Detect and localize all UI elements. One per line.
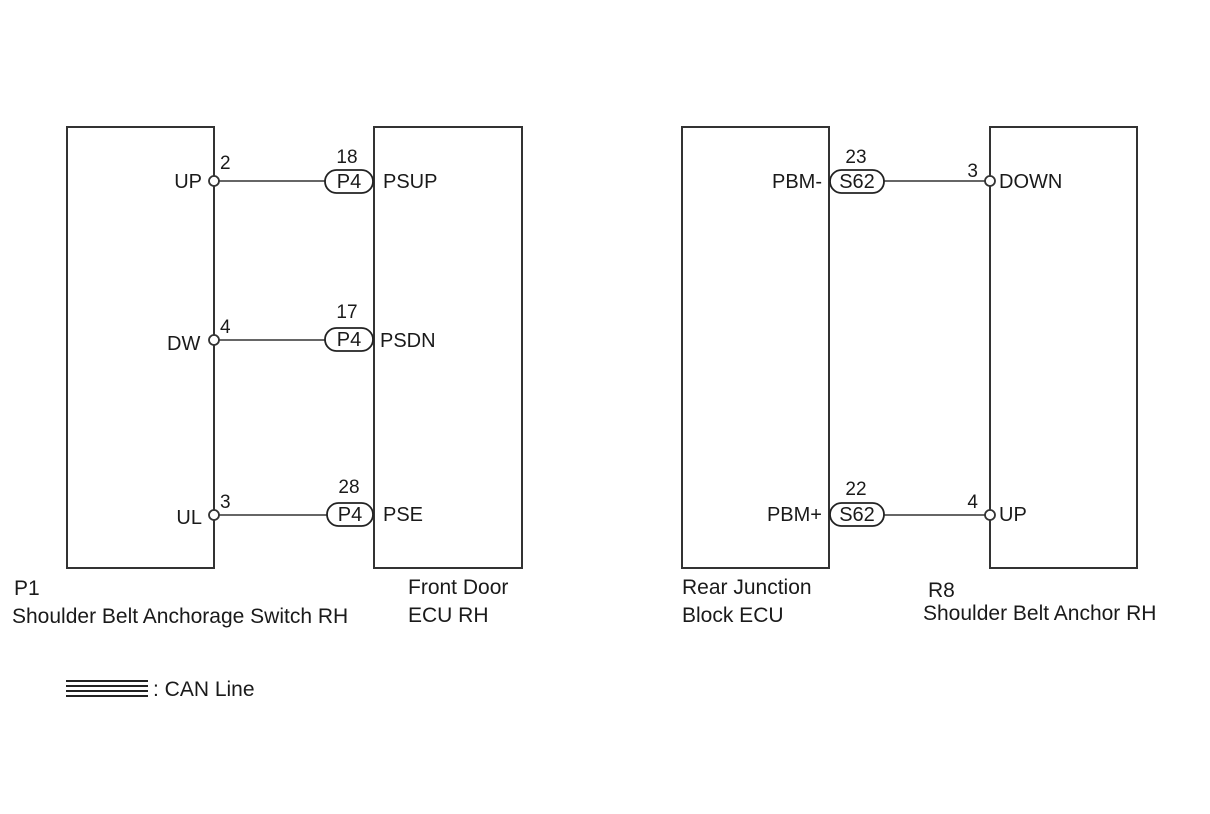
- pin-terminal-ul: [208, 509, 220, 521]
- connector-label-p4-a: P4: [337, 171, 361, 193]
- pin-number-4: 4: [220, 317, 231, 338]
- pin-label-pbm-plus: PBM+: [767, 504, 822, 526]
- connector-s62-pbm-minus: [829, 169, 885, 194]
- connector-p4-psup: [324, 169, 374, 194]
- connector-label-s62-a: S62: [839, 171, 875, 193]
- pin-label-dw: DW: [167, 333, 200, 355]
- front-door-ecu-line1: Front Door: [408, 576, 508, 599]
- pin-number-2: 2: [220, 153, 231, 174]
- connector-label-s62-b: S62: [839, 504, 875, 526]
- connector-number-28: 28: [338, 477, 359, 498]
- connector-label-p4-c: P4: [338, 504, 362, 526]
- pin-label-ul: UL: [176, 507, 202, 529]
- pin-number-4-r8: 4: [967, 492, 978, 513]
- rear-junction-ecu-box: [681, 126, 830, 569]
- front-door-ecu-box: [373, 126, 523, 569]
- pin-label-down: DOWN: [999, 171, 1062, 193]
- pin-terminal-down: [984, 175, 996, 187]
- pin-terminal-up: [208, 175, 220, 187]
- connector-number-17: 17: [336, 302, 357, 323]
- pin-label-pse: PSE: [383, 504, 423, 526]
- pin-terminal-up-r8: [984, 509, 996, 521]
- r8-code: R8: [928, 579, 955, 602]
- r8-anchor-box: [989, 126, 1138, 569]
- pin-terminal-dw: [208, 334, 220, 346]
- rear-jb-ecu-line2: Block ECU: [682, 604, 784, 627]
- connector-p4-psdn: [324, 327, 374, 352]
- pin-number-3: 3: [220, 492, 231, 513]
- connector-number-23: 23: [845, 147, 866, 168]
- pin-label-up: UP: [174, 171, 202, 193]
- pin-label-psup: PSUP: [383, 171, 437, 193]
- connector-number-22: 22: [845, 479, 866, 500]
- front-door-ecu-line2: ECU RH: [408, 604, 489, 627]
- r8-name: Shoulder Belt Anchor RH: [923, 602, 1156, 625]
- can-line-legend-icon: [66, 680, 148, 697]
- pin-label-psdn: PSDN: [380, 330, 436, 352]
- pin-label-pbm-minus: PBM-: [772, 171, 822, 193]
- pin-label-up-r8: UP: [999, 504, 1027, 526]
- pin-number-3-r8: 3: [967, 161, 978, 182]
- connector-s62-pbm-plus: [829, 502, 885, 527]
- rear-jb-ecu-line1: Rear Junction: [682, 576, 812, 599]
- connector-label-p4-b: P4: [337, 329, 361, 351]
- connector-p4-pse: [326, 502, 374, 527]
- p1-name: Shoulder Belt Anchorage Switch RH: [12, 605, 348, 628]
- p1-code: P1: [14, 577, 40, 600]
- p1-switch-box: [66, 126, 215, 569]
- connector-number-18: 18: [336, 147, 357, 168]
- legend-text: : CAN Line: [153, 678, 255, 701]
